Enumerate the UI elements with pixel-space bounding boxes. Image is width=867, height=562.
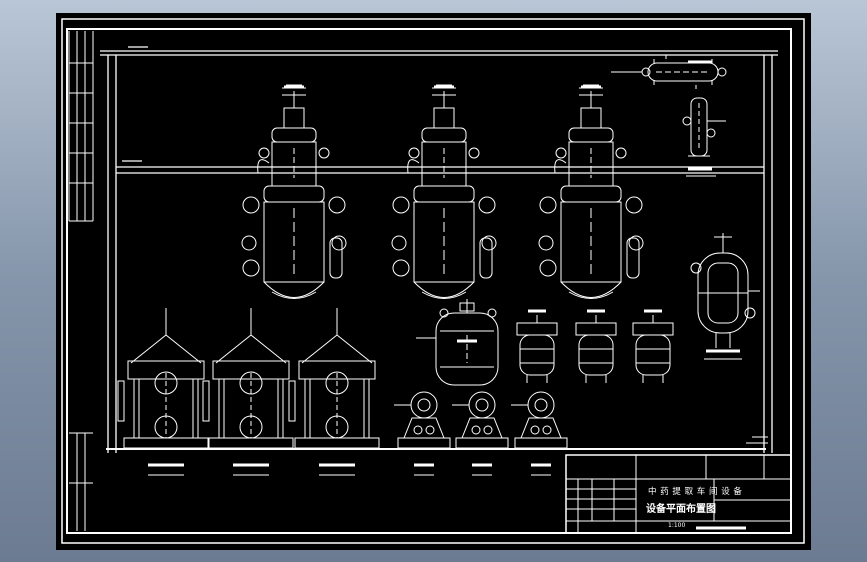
equipment-layout-drawing	[61, 18, 805, 544]
mixing-tank-1	[516, 315, 558, 383]
filter-frame-2	[202, 308, 294, 449]
extraction-tank-2	[391, 84, 497, 299]
title-block	[565, 454, 792, 534]
vertical-cooler	[682, 97, 726, 157]
scale-label: 1:100	[668, 522, 686, 529]
binding-strip	[68, 31, 94, 531]
outer-frame	[61, 18, 805, 544]
filter-frame-3	[288, 308, 380, 449]
inner-frame	[66, 28, 792, 534]
drawing-title-line-1: 中 药 提 取 车 间 设 备	[648, 487, 743, 497]
axis-mark	[746, 436, 768, 444]
mixing-tank-3	[632, 315, 674, 383]
receiver-tank	[690, 233, 760, 348]
extraction-tank-3	[538, 84, 644, 299]
drawing-title: 设备平面布置图	[646, 504, 716, 515]
horizontal-condenser	[611, 55, 727, 89]
tag-underlines	[148, 94, 742, 476]
concentrator-vessel	[416, 299, 499, 386]
filter-frame-1	[117, 308, 209, 449]
pump-3	[511, 391, 568, 449]
building-outline	[100, 46, 778, 453]
tag-marks	[148, 60, 740, 467]
pump-2	[452, 391, 509, 449]
extraction-tank-1	[241, 84, 347, 299]
drawing-sheet: 中 药 提 取 车 间 设 备 设备平面布置图 1:100	[56, 13, 811, 550]
pump-1	[394, 391, 451, 449]
mixing-tank-2	[575, 315, 617, 383]
